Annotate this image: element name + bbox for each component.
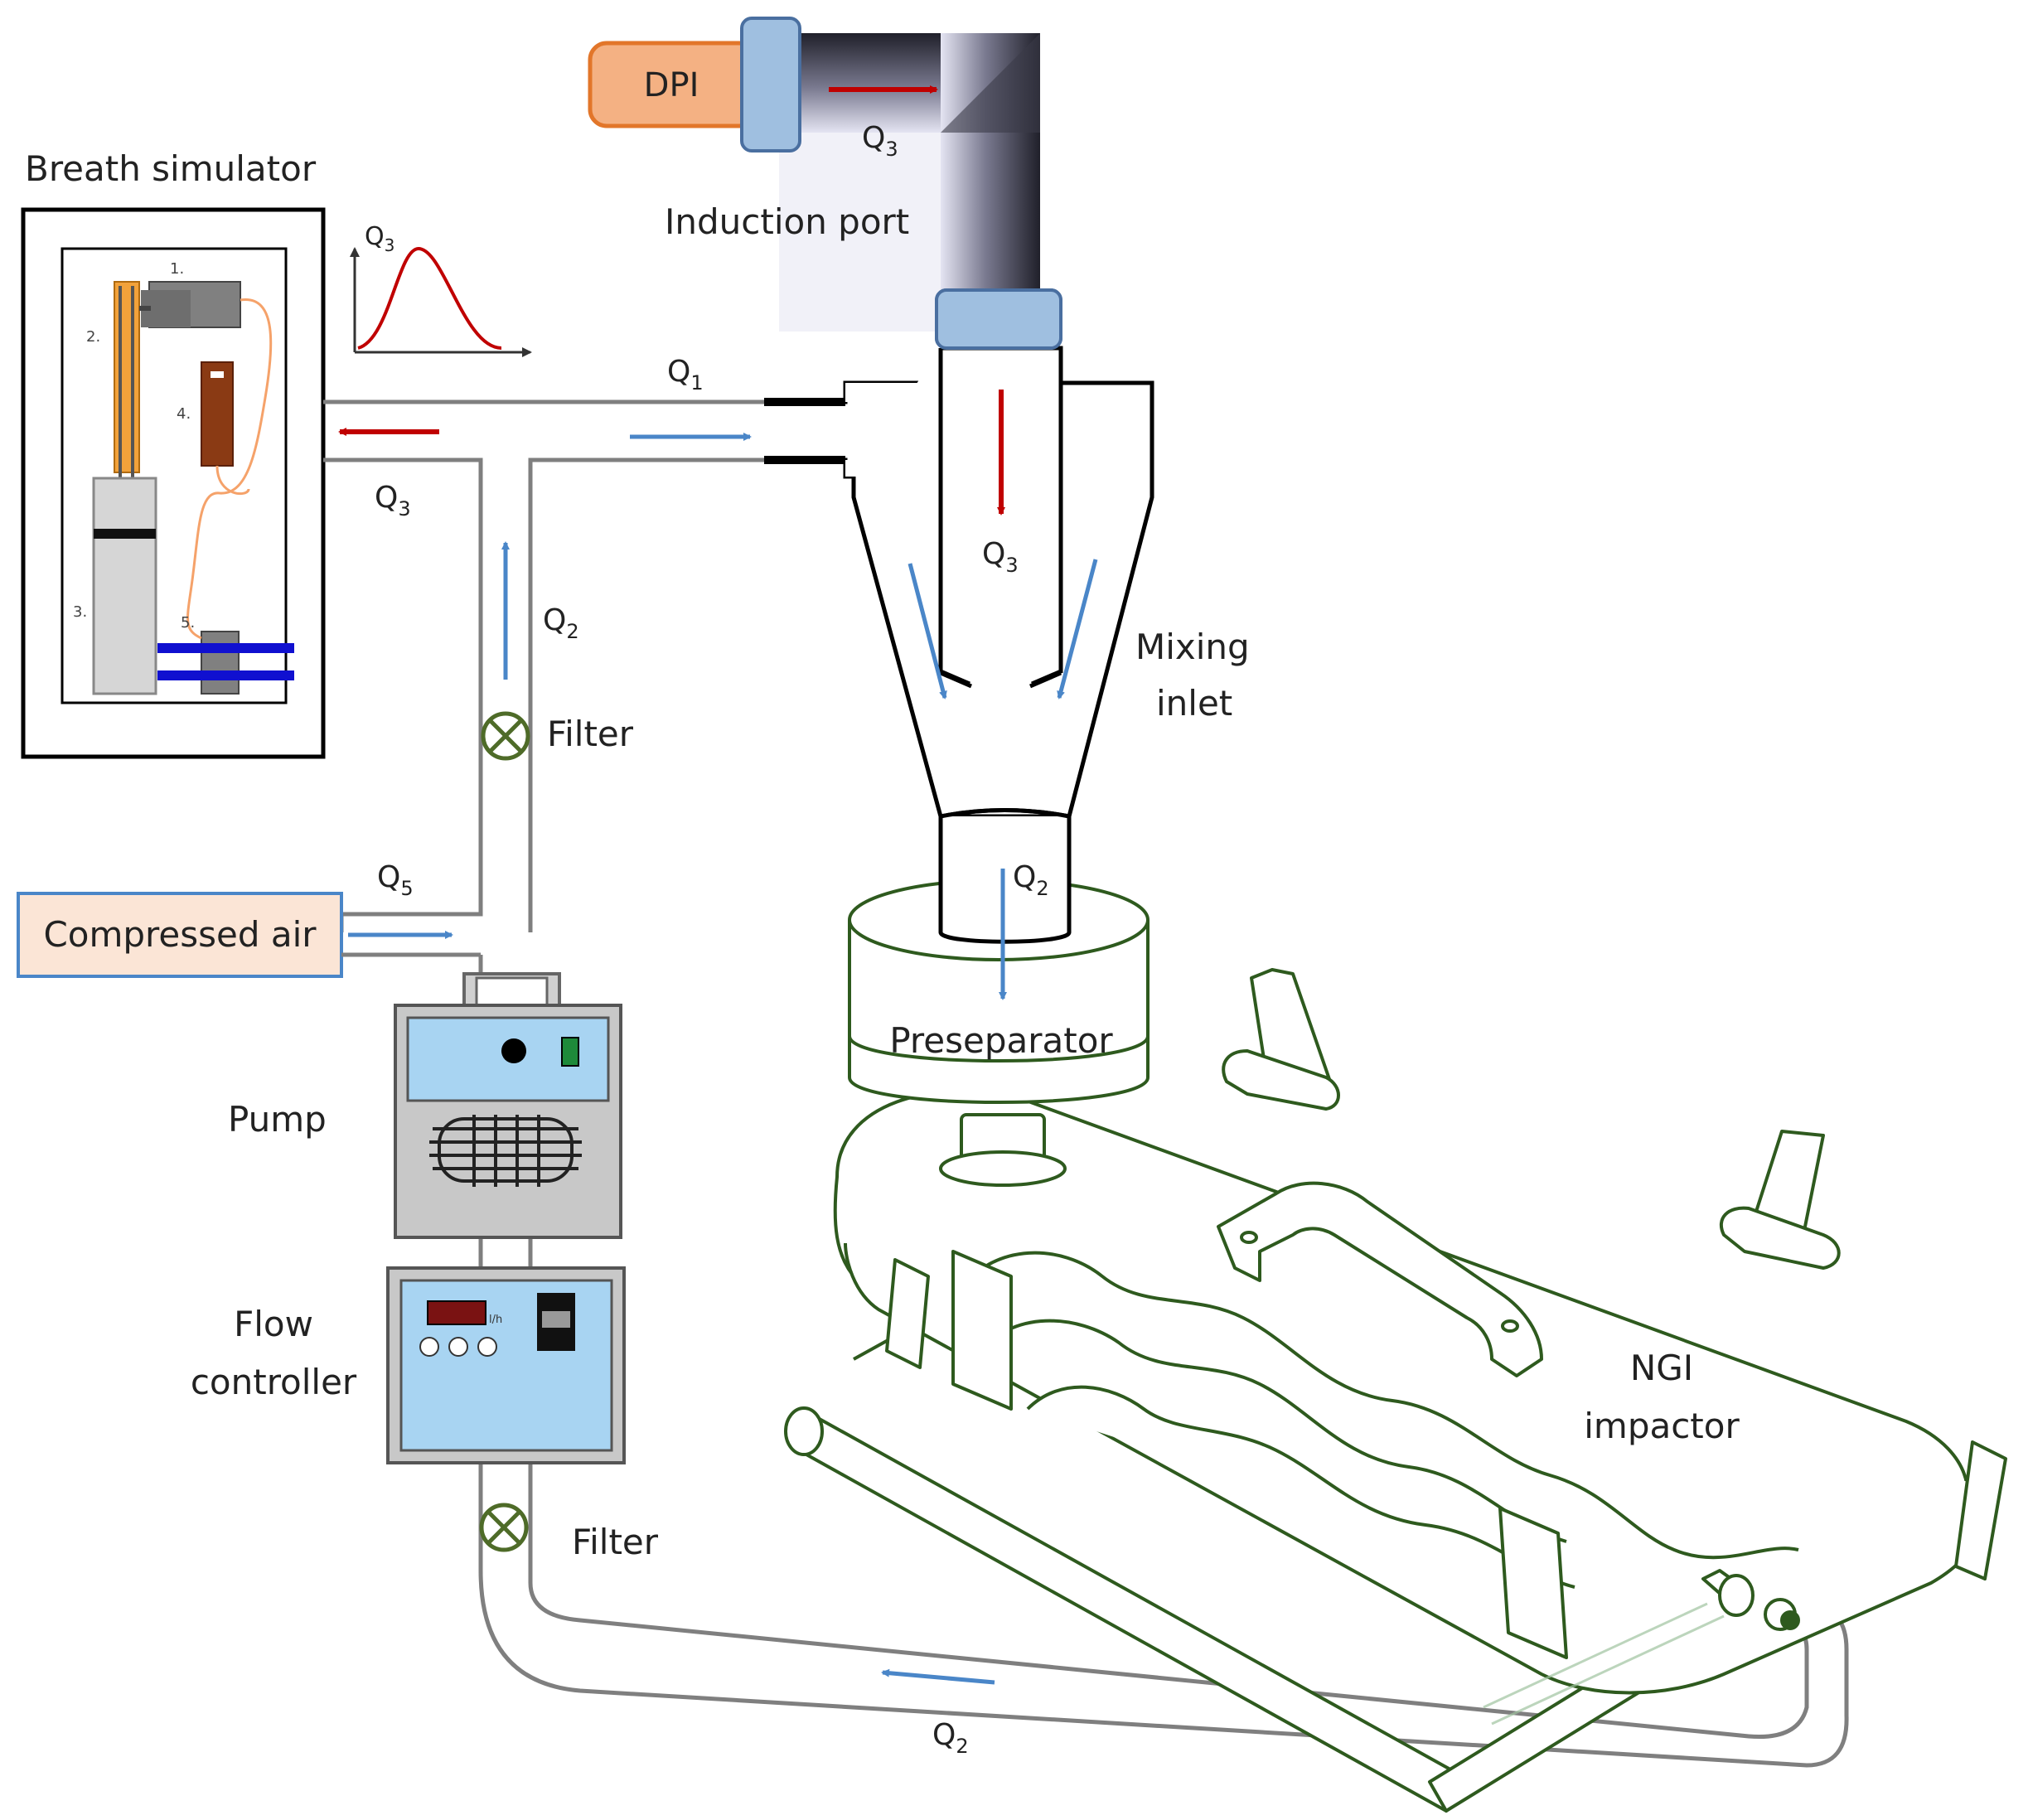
flow-controller-label-1: Flow (234, 1304, 313, 1344)
compressed-air-label: Compressed air (43, 914, 317, 955)
sim-part-4: 4. (177, 405, 191, 423)
sim-part-3: 3. (73, 603, 87, 621)
sim-part-5: 5. (181, 614, 195, 632)
controller-knob-2 (448, 1337, 468, 1357)
filter-upper-label: Filter (547, 714, 634, 754)
air-arrow-mix-left (908, 563, 947, 699)
profile-q3-label: Q3 (365, 222, 394, 255)
controller-knob-1 (419, 1337, 439, 1357)
flow-display (427, 1300, 486, 1325)
sim-part-1: 1. (170, 260, 184, 278)
pump-label: Pump (228, 1099, 327, 1140)
pump-grille (429, 1115, 582, 1187)
air-arrow-return (881, 1668, 995, 1685)
flow-q3-port: Q3 (862, 121, 898, 161)
breath-profile-plot: Q3 (350, 222, 532, 357)
mixing-inlet-label-1: Mixing (1135, 627, 1250, 667)
flow-q1-label: Q1 (667, 355, 704, 394)
flowmeter-unit: l/h (489, 1314, 502, 1326)
induction-port-label: Induction port (665, 201, 909, 242)
flow-q3-mixing-label: Q3 (982, 537, 1019, 577)
breath-simulator: 1. 2. 3. 4. 5. (21, 207, 326, 759)
dpi-device: DPI (588, 41, 758, 128)
ngi-label-1: NGI (1630, 1348, 1693, 1388)
dpi-mouthpiece-adapter (740, 17, 801, 152)
pump (394, 972, 622, 1239)
ngi-impactor (784, 968, 2007, 1813)
controller-knob-3 (477, 1337, 497, 1357)
ngi-label-2: impactor (1584, 1406, 1740, 1446)
flow-q2-preseparator-label: Q2 (1013, 860, 1049, 900)
compressed-air-box: Compressed air (17, 892, 343, 978)
sim-part-2: 2. (86, 328, 100, 346)
flow-q2-upper-label: Q2 (543, 603, 579, 643)
flow-q5-label: Q5 (377, 860, 414, 900)
flow-controller-label-2: controller (191, 1362, 357, 1402)
preseparator-label: Preseparator (889, 1020, 1113, 1061)
flow-q2-return-label: Q2 (932, 1718, 969, 1758)
mixing-inlet-label-2: inlet (1156, 683, 1232, 724)
induction-port-collar (935, 288, 1062, 350)
flow-q3-sim-label: Q3 (375, 481, 411, 520)
filter-lower (479, 1503, 529, 1552)
filter-upper (481, 711, 530, 761)
flow-controller: l/h (386, 1266, 626, 1464)
filter-lower-label: Filter (572, 1522, 659, 1562)
air-arrow-mix-right (1057, 559, 1098, 699)
dpi-label: DPI (644, 66, 699, 104)
breath-simulator-label: Breath simulator (25, 148, 317, 189)
